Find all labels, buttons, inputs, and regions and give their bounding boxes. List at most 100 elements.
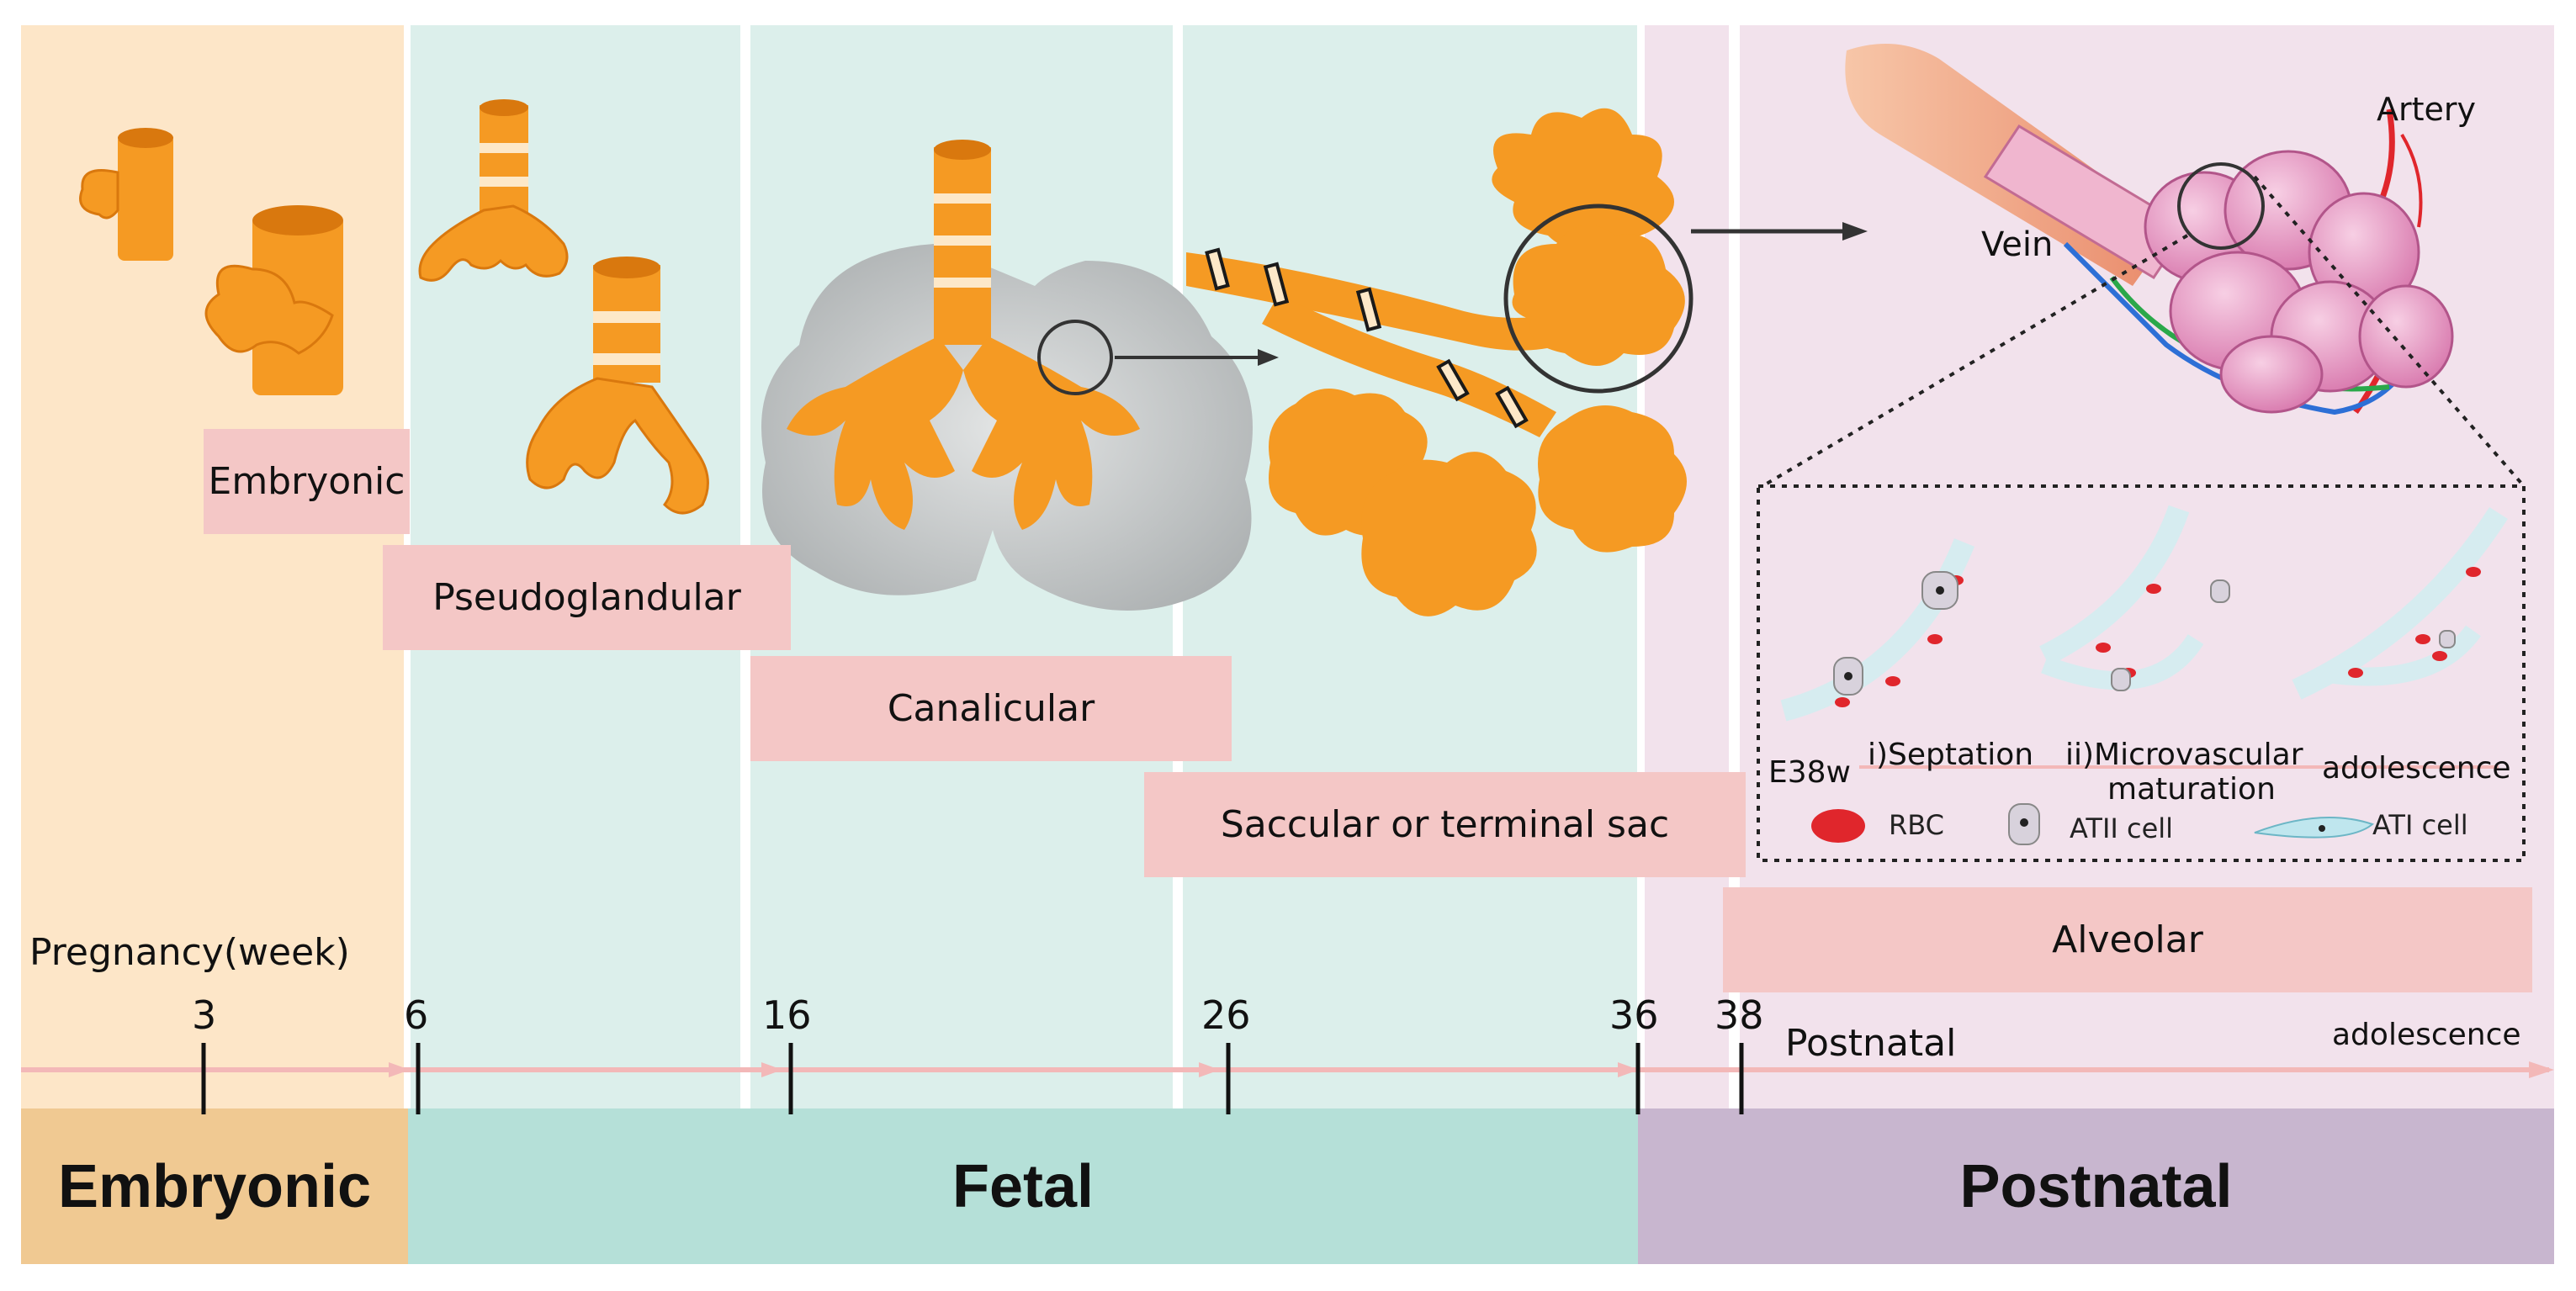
inset-septation-label: i)Septation [1868,738,2034,772]
alveoli-cluster [2144,150,2454,414]
period-embryonic-label: Embryonic [57,1152,372,1220]
pg-branches-2 [526,377,709,515]
saccular-ring-3 [1355,287,1382,332]
stage-label-embryonic: Embryonic [204,429,410,534]
artery-branch [2400,133,2423,228]
alveolar-zoom-circle [2177,162,2265,250]
pg-trachea-1 [480,105,528,214]
canalicular-zoom-arrowhead [1258,349,1279,366]
embryonic-band [21,1108,408,1264]
saccular-upper-airway [1186,252,1598,351]
vein-label: Vein [1981,225,2054,264]
inset-microvascular-label-1: ii)Microvascular [2065,738,2303,772]
rbc-dot-11 [2432,651,2447,661]
stage-label-pseudoglandular: Pseudoglandular [383,545,791,650]
tick-label-16: 16 [762,992,812,1038]
zoom-line-right [2253,175,2526,488]
rbc-dot-9 [2415,634,2430,644]
timeline-arrow-36 [1618,1062,1639,1077]
timeline-arrow-16 [761,1062,782,1077]
inset-microvascular-label-2: maturation [2107,772,2276,807]
stage-label-canalicular: Canalicular [750,656,1232,761]
period-fetal-label: Fetal [951,1152,1095,1220]
alveolar-inset-box [1757,484,2526,862]
legend-atii-label: ATII cell [2070,812,2174,844]
rbc-dot-8 [2348,668,2363,678]
postnatal-band [1638,1108,2554,1264]
timeline-arrowhead [2529,1061,2554,1078]
tick-label-38: 38 [1715,992,1764,1038]
legend-rbc-label: RBC [1889,809,1944,841]
alveolar-illustration [1757,44,2526,862]
pseudoglandular-illustration [418,99,709,515]
tick-label-36: 36 [1609,992,1659,1038]
period-postnatal-label: Postnatal [1959,1152,2233,1220]
bud-1 [79,169,119,220]
embryonic-buds-illustration [79,128,343,395]
rbc-dot-2 [1885,676,1900,686]
atii-cell-2-nucleus [1936,586,1944,595]
septation-arc-2 [2039,505,2190,666]
legend-atii-nucleus [2020,818,2028,827]
pg-trachea-1-top [480,99,528,116]
timeline-arrow-26 [1199,1062,1220,1077]
pg-ring-1a [480,143,528,153]
canalicular-ring-3 [934,278,991,288]
saccular-zoom-arrowhead [1842,222,1868,241]
timeline-tick-marks [201,1043,1744,1114]
adolescence-timeline-label: adolescence [2332,1018,2521,1052]
tick-label-26: 26 [1201,992,1251,1038]
saccular-rings [1205,247,1529,429]
septation-septum-2 [2320,625,2481,686]
timeline-arrow-6 [389,1062,410,1077]
saccular-ring-5 [1495,385,1529,429]
bud-tube-2-top [252,205,343,235]
canalicular-trachea [934,147,991,345]
canalicular-right-tree [963,336,1140,530]
canalicular-trachea-top [934,140,991,160]
pg-ring-1b [480,177,528,187]
legend-ati-nucleus [2319,825,2325,832]
canalicular-left-tree [787,336,963,530]
stage-label-alveolar: Alveolar [1723,887,2532,992]
legend-ati-swatch [2254,817,2375,839]
artery-label: Artery [2377,91,2477,128]
fetal-band [408,1108,1638,1264]
rbc-dot-3 [1927,634,1943,644]
pg-branches-1 [418,204,569,282]
saccular-sac-right [1512,225,1685,366]
pregnancy-axis-label: Pregnancy(week) [29,931,350,974]
stage-label-saccular: Saccular or terminal sac [1144,772,1746,877]
pg-trachea-2-top [593,257,660,278]
tick-label-6: 6 [404,992,429,1038]
bud-tube-1 [118,135,173,261]
inset-start-label: E38w [1768,755,1851,790]
canalicular-zoom-circle [1037,320,1113,395]
saccular-lower-airway [1262,294,1556,437]
alveolus-7 [2219,335,2324,414]
alveolus-6 [2358,284,2454,389]
septation-septum-1 [2041,633,2204,690]
rbc-dot-5 [2096,643,2111,653]
saccular-illustration [1186,108,1868,616]
saccular-zoom-circle [1503,204,1693,394]
rbc-dot-6 [2146,584,2161,594]
postnatal-timeline-label: Postnatal [1785,1022,1957,1065]
saccular-sac-bottom [1361,452,1537,616]
canalicular-ring-2 [934,235,991,246]
pg-ring-2a [593,311,660,323]
atii-cell-4 [2210,579,2230,603]
bronchiole-tube [1983,124,2190,280]
alveolar-septation-inset [1780,505,2508,845]
saccular-sac-bottom-right [1538,405,1687,553]
atii-cell-3 [2111,668,2131,691]
canalicular-illustration [761,140,1279,611]
legend-rbc-swatch [1811,809,1865,843]
tick-label-3: 3 [192,992,217,1038]
saccular-ring-1 [1205,247,1230,291]
legend-ati-label: ATI cell [2372,809,2468,841]
bud-tube-1-top [118,128,173,148]
rbc-dot-10 [2466,567,2481,577]
bud-2 [204,264,334,355]
